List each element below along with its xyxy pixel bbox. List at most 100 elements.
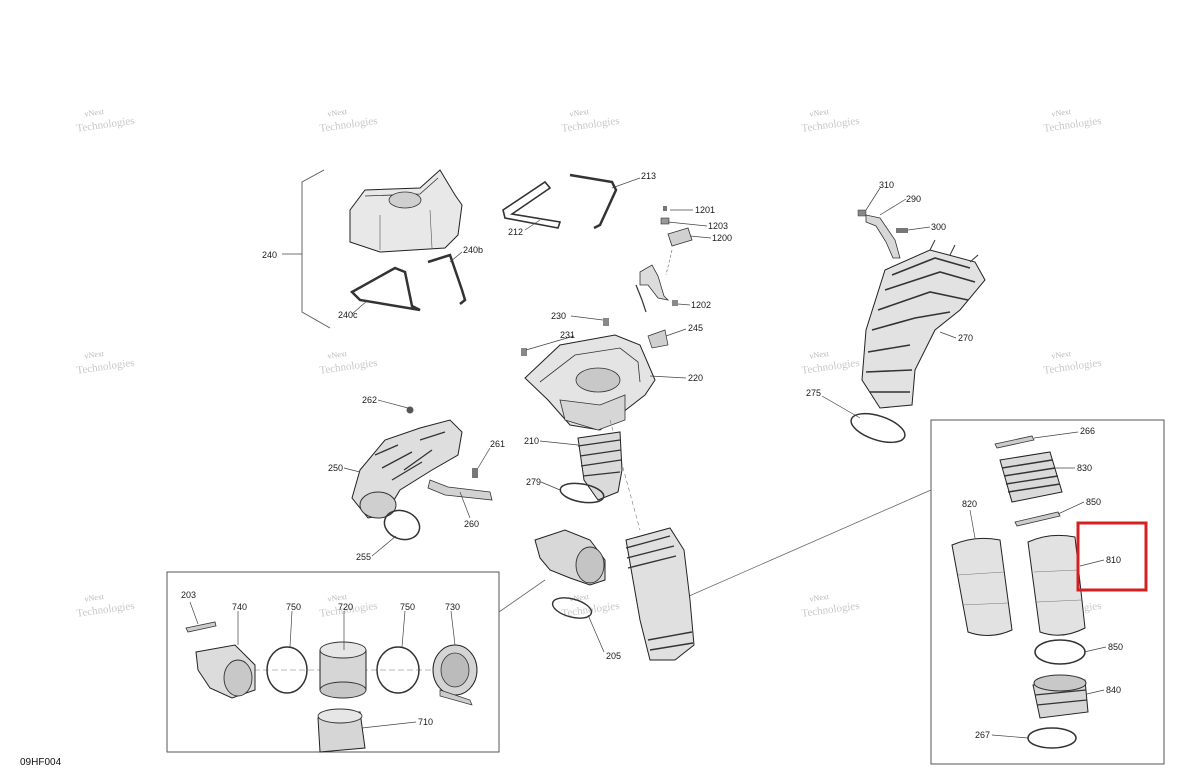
- callout-720: 720: [338, 602, 353, 612]
- clamp-part-266: [994, 435, 1035, 449]
- svg-text:vNext: vNext: [1051, 349, 1072, 361]
- callout-labels: 240 240b 240c 212 213 1201 1203 1200 120…: [181, 171, 1123, 740]
- inset-right-parts: [951, 435, 1089, 749]
- clamp-part-255: [383, 509, 421, 541]
- callout-1203: 1203: [708, 221, 728, 231]
- watermark: vNext Technologies: [76, 592, 136, 620]
- callout-290: 290: [906, 194, 921, 204]
- callout-262: 262: [362, 395, 377, 405]
- clamp-part-850-bottom: [1034, 639, 1086, 665]
- watermark: vNext Technologies: [76, 107, 136, 135]
- svg-text:vNext: vNext: [569, 592, 590, 604]
- tube-part-810: [1027, 534, 1086, 636]
- watermark: vNext Technologies: [801, 349, 861, 377]
- watermark: vNext Technologies: [319, 107, 379, 135]
- callout-245: 245: [688, 323, 703, 333]
- callout-260: 260: [464, 519, 479, 529]
- callout-820: 820: [962, 499, 977, 509]
- watermark: vNext Technologies: [561, 107, 621, 135]
- callout-255: 255: [356, 552, 371, 562]
- bracket-part-290: [857, 209, 908, 259]
- svg-text:vNext: vNext: [327, 349, 348, 361]
- bracket-part-260: [427, 479, 493, 501]
- elbow-part-740: [195, 644, 256, 699]
- highlight-box-810: [1076, 521, 1148, 592]
- screw-part-261: [472, 468, 478, 478]
- pipe-part-250: [351, 419, 463, 519]
- tube-part-820: [951, 537, 1013, 636]
- svg-text:vNext: vNext: [84, 349, 105, 361]
- clamp-part-205: [551, 597, 593, 619]
- boot-part-210: [577, 431, 623, 501]
- callout-300: 300: [931, 222, 946, 232]
- bracket-240: [301, 169, 331, 329]
- tube-part-710: [317, 708, 366, 753]
- callout-205: 205: [606, 651, 621, 661]
- bolt-part-262: [406, 406, 414, 414]
- clamp-part-267: [1027, 727, 1077, 749]
- callout-810: 810: [1106, 555, 1121, 565]
- tube-part-720: [319, 641, 367, 699]
- callout-213: 213: [641, 171, 656, 181]
- svg-text:vNext: vNext: [809, 107, 830, 119]
- svg-text:vNext: vNext: [1051, 107, 1072, 119]
- svg-text:vNext: vNext: [327, 107, 348, 119]
- watermark: vNext Technologies: [319, 349, 379, 377]
- callout-250: 250: [328, 463, 343, 473]
- callout-230: 230: [551, 311, 566, 321]
- callout-1201: 1201: [695, 205, 715, 215]
- seal-part-240b: [427, 253, 467, 305]
- clamp-part-279: [559, 482, 605, 504]
- callout-310: 310: [879, 180, 894, 190]
- duct-part-270: [861, 239, 986, 409]
- watermark: vNext Technologies: [801, 592, 861, 620]
- watermark: vNext Technologies: [801, 107, 861, 135]
- callout-750-a: 750: [286, 602, 301, 612]
- callout-212: 212: [508, 227, 523, 237]
- callout-210: 210: [524, 436, 539, 446]
- callout-850-top: 850: [1086, 497, 1101, 507]
- callout-240: 240: [262, 250, 277, 260]
- callout-730: 730: [445, 602, 460, 612]
- clamp-part-203: [185, 621, 217, 633]
- svg-text:vNext: vNext: [84, 592, 105, 604]
- svg-text:vNext: vNext: [809, 592, 830, 604]
- svg-text:vNext: vNext: [84, 107, 105, 119]
- callout-275: 275: [806, 388, 821, 398]
- watermark: vNext Technologies: [1043, 349, 1103, 377]
- callout-1200: 1200: [712, 233, 732, 243]
- callout-830: 830: [1077, 463, 1092, 473]
- inset-leader-left: [498, 579, 546, 613]
- intake-tube: [625, 527, 695, 661]
- callout-850-bottom: 850: [1108, 642, 1123, 652]
- clamp-part-750-b: [376, 646, 420, 694]
- callout-261: 261: [490, 439, 505, 449]
- boot-part-730: [432, 644, 478, 706]
- callout-267: 267: [975, 730, 990, 740]
- watermark: vNext Technologies: [1043, 107, 1103, 135]
- callout-240c: 240c: [338, 310, 358, 320]
- clamp-part-750-a: [266, 646, 308, 694]
- elbow-part-205: [534, 529, 606, 586]
- airbox-part-240: [349, 169, 463, 253]
- inset-left-parts: [185, 621, 478, 753]
- callout-710: 710: [418, 717, 433, 727]
- housing-part-220: [521, 318, 669, 431]
- callout-750-b: 750: [400, 602, 415, 612]
- boot-part-840: [1032, 674, 1089, 719]
- centerline-220: [609, 419, 641, 531]
- boot-part-830: [999, 451, 1063, 503]
- bracket-part-1200: [635, 206, 693, 313]
- inset-box-right: [930, 419, 1165, 765]
- clamp-part-850-top: [1014, 511, 1061, 527]
- seal-part-212: [502, 180, 562, 229]
- svg-text:vNext: vNext: [327, 592, 348, 604]
- callout-266: 266: [1080, 426, 1095, 436]
- callout-203: 203: [181, 590, 196, 600]
- leader-lines: [189, 177, 1107, 739]
- clamp-part-275: [850, 412, 906, 444]
- inset-leader-right: [679, 489, 932, 601]
- seal-part-213: [569, 173, 618, 230]
- callout-1202: 1202: [691, 300, 711, 310]
